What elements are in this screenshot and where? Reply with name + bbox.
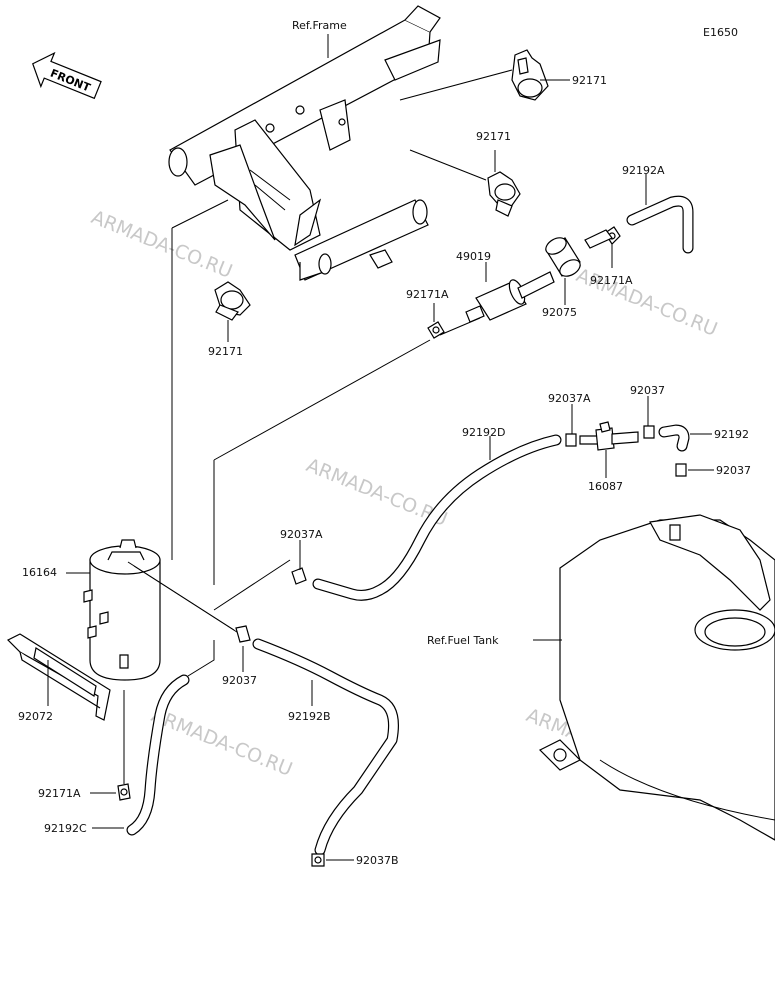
clip-icon (675, 463, 687, 477)
part-92192b: 92192B (288, 710, 331, 723)
clamp-icon (117, 783, 131, 801)
valve (579, 421, 639, 451)
clip-icon (311, 853, 325, 867)
part-92171-left: 92171 (208, 345, 243, 358)
part-92192d: 92192D (462, 426, 505, 439)
ref-fuel-tank-label: Ref.Fuel Tank (427, 634, 499, 647)
part-92171a-upper: 92171A (590, 274, 633, 287)
part-92037a-upper: 92037A (548, 392, 591, 405)
filter-holder (545, 229, 613, 277)
part-92192a: 92192A (622, 164, 665, 177)
part-92037a-mid: 92037A (280, 528, 323, 541)
watermark-4: ARMADA-CO.RU (148, 704, 295, 781)
clamp-icon (427, 321, 445, 339)
part-92037-upper: 92037 (630, 384, 665, 397)
watermark-1: ARMADA-CO.RU (88, 206, 235, 283)
part-92192c: 92192C (44, 822, 87, 835)
part-16087: 16087 (588, 480, 623, 493)
clip-icon (291, 567, 307, 585)
diagram-code: E1650 (703, 26, 738, 39)
clamp-icon (214, 281, 251, 321)
part-92037-right: 92037 (716, 464, 751, 477)
clamp-icon (511, 49, 549, 101)
ref-frame-label: Ref.Frame (292, 19, 347, 32)
part-92171a-lower: 92171A (38, 787, 81, 800)
part-92072: 92072 (18, 710, 53, 723)
part-16164: 16164 (22, 566, 57, 579)
part-92192: 92192 (714, 428, 749, 441)
clip-icon (235, 625, 251, 643)
part-49019: 49019 (456, 250, 491, 263)
part-92171a-mid: 92171A (406, 288, 449, 301)
part-92171-mid: 92171 (476, 130, 511, 143)
part-92037b: 92037B (356, 854, 399, 867)
part-92075: 92075 (542, 306, 577, 319)
frame-assembly (168, 5, 441, 281)
canister (83, 539, 161, 681)
fuel-tank (538, 514, 775, 841)
clip-icon (643, 425, 655, 439)
bracket (6, 633, 111, 721)
clamp-icon (487, 171, 521, 217)
part-92171-top: 92171 (572, 74, 607, 87)
clip-icon (565, 433, 577, 447)
front-arrow-icon: FRONT (32, 51, 102, 100)
part-92037-lower: 92037 (222, 674, 257, 687)
fuel-filter (439, 271, 555, 336)
